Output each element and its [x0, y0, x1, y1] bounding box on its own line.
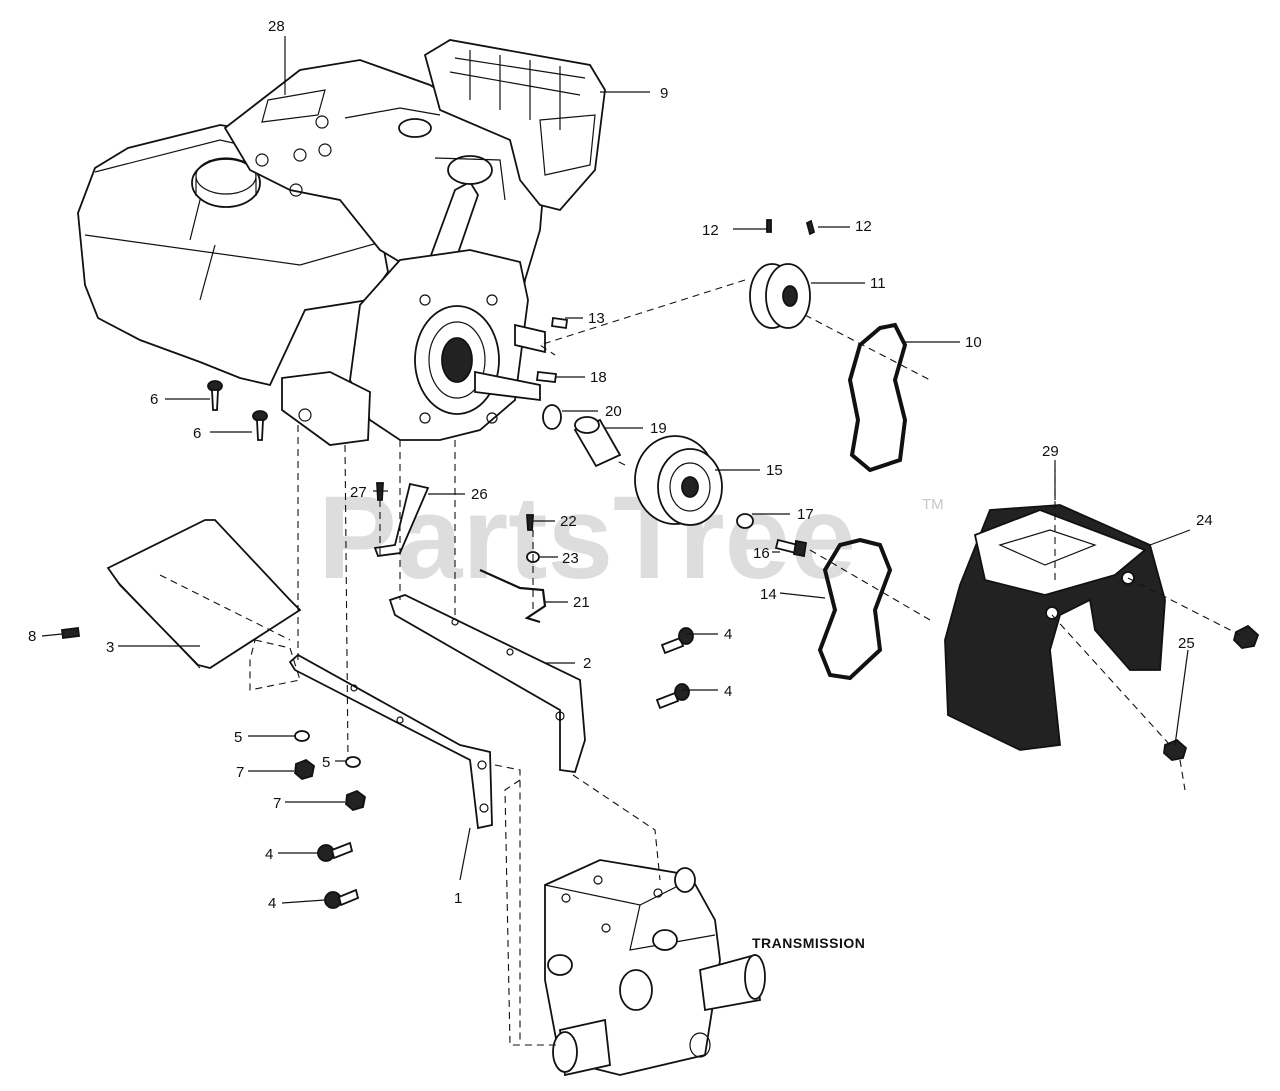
bolt-4b: [655, 683, 690, 710]
key-13: [550, 316, 569, 330]
bracket-2: [388, 594, 586, 773]
callout-25: 25: [1178, 635, 1195, 652]
callout-20: 20: [605, 403, 622, 420]
rod-21: [479, 568, 547, 624]
assembly-lines: [159, 279, 1241, 1046]
pulley-11: [749, 263, 811, 329]
callout-7: 7: [273, 795, 281, 812]
callout-18: 18: [590, 369, 607, 386]
callout-19: 19: [650, 420, 667, 437]
callout-4: 4: [724, 683, 732, 700]
spacer-19: [573, 416, 622, 468]
bracket-26: [373, 482, 430, 557]
callout-13: 13: [588, 310, 605, 327]
screw-22: [526, 514, 534, 531]
callout-16: 16: [753, 545, 770, 562]
bolt-6a: [207, 380, 223, 411]
callout-14: 14: [760, 586, 777, 603]
bolt-6b: [252, 410, 268, 441]
callout-1: 1: [454, 890, 462, 907]
callout-27: 27: [350, 484, 367, 501]
nut-25b: [1163, 738, 1188, 761]
callout-12: 12: [855, 218, 872, 235]
callout-3: 3: [106, 639, 114, 656]
bolt-4a: [660, 627, 694, 655]
callout-11: 11: [870, 275, 886, 292]
setscrew-12b: [805, 219, 816, 236]
callout-6: 6: [193, 425, 201, 442]
engine-assembly: [77, 39, 606, 446]
key-18: [535, 371, 558, 383]
nut-7a: [294, 758, 315, 781]
screw-8: [60, 626, 81, 640]
callout-26: 26: [471, 486, 488, 503]
belt-14: [817, 537, 893, 681]
washer-20: [542, 404, 562, 430]
washer-17: [736, 513, 754, 529]
bolt-16: [774, 538, 808, 558]
callout-29: 29: [1042, 443, 1059, 460]
callout-7: 7: [236, 764, 244, 781]
leader-lines: [41, 36, 1191, 904]
belt-10: [847, 322, 908, 473]
callout-4: 4: [265, 846, 273, 863]
callout-15: 15: [766, 462, 783, 479]
pulley-15: [634, 435, 723, 526]
callout-10: 10: [965, 334, 982, 351]
callout-5: 5: [234, 729, 242, 746]
callout-4: 4: [268, 895, 276, 912]
callout-labels: 28 9 12 12 11 13 10 18 6 20 6 19 15 29 2…: [28, 18, 1213, 912]
callout-17: 17: [797, 506, 814, 523]
nut-25a: [1233, 624, 1260, 649]
callout-2: 2: [583, 655, 591, 672]
callout-21: 21: [573, 594, 590, 611]
callout-8: 8: [28, 628, 36, 645]
callout-5: 5: [322, 754, 330, 771]
belt-guard-24: [944, 504, 1166, 751]
bolt-4c: [317, 841, 354, 862]
washer-5b: [345, 756, 361, 768]
trademark-mark: TM: [922, 496, 944, 513]
washer-5a: [294, 730, 310, 742]
callout-23: 23: [562, 550, 579, 567]
callout-24: 24: [1196, 512, 1213, 529]
callout-22: 22: [560, 513, 577, 530]
setscrew-12a: [766, 219, 772, 233]
callout-4: 4: [724, 626, 732, 643]
transmission: [544, 859, 766, 1077]
bolt-4d: [324, 888, 360, 909]
bracket-1: [288, 653, 493, 830]
callout-28: 28: [268, 18, 285, 35]
callout-9: 9: [660, 85, 668, 102]
callout-12: 12: [702, 222, 719, 239]
nut-7b: [345, 789, 366, 812]
transmission-label: TRANSMISSION: [752, 935, 865, 951]
callout-6: 6: [150, 391, 158, 408]
